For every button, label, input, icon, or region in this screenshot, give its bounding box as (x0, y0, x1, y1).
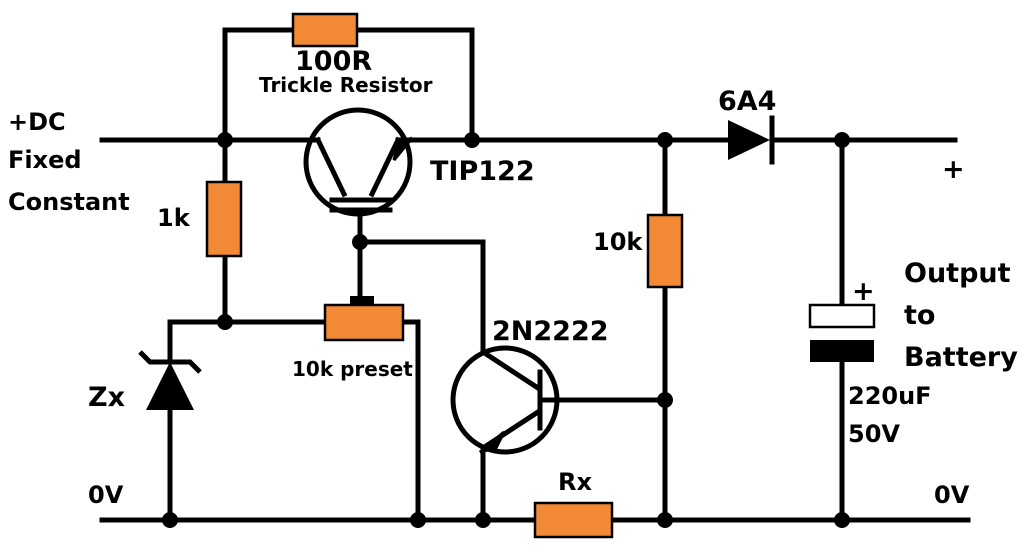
junction-dots (162, 132, 850, 528)
ground-right-label: 0V (934, 481, 970, 509)
tip122-label: TIP122 (430, 156, 535, 187)
diode-6a4 (728, 115, 775, 165)
trickle-name-label: Trickle Resistor (259, 73, 433, 97)
output-label-line3: Battery (904, 342, 1018, 373)
capacitor-plus-sign: + (852, 276, 875, 307)
preset-potentiometer (323, 296, 405, 342)
resistor-rx-label: Rx (558, 468, 592, 496)
resistor-1k-label: 1k (157, 204, 191, 232)
output-label-line1: Output (904, 258, 1011, 289)
resistor-1k (205, 180, 243, 258)
2n2222-transistor (450, 345, 560, 455)
preset-label: 10k preset (292, 357, 413, 381)
capacitor-220uf (808, 303, 876, 362)
output-label-line2: to (904, 300, 935, 331)
input-label-line1: +DC (8, 108, 66, 136)
trickle-resistor (291, 12, 359, 48)
input-label-line3: Constant (8, 188, 130, 216)
zener-label: Zx (88, 382, 125, 413)
input-label-line2: Fixed (8, 146, 82, 174)
wires (99, 27, 971, 523)
capacitor-value-label: 220uF (848, 382, 932, 410)
zener-diode (138, 350, 202, 410)
ground-left-label: 0V (88, 481, 124, 509)
resistor-10k-label: 10k (593, 228, 643, 256)
output-plus-sign: + (942, 154, 965, 185)
tip122-transistor (303, 107, 414, 217)
trickle-value-label: 100R (295, 46, 372, 77)
capacitor-voltage-label: 50V (848, 420, 900, 448)
diode-label: 6A4 (718, 86, 776, 117)
resistor-rx (533, 501, 614, 539)
transistor-2n2222-label: 2N2222 (492, 316, 609, 347)
resistor-10k (646, 213, 684, 289)
